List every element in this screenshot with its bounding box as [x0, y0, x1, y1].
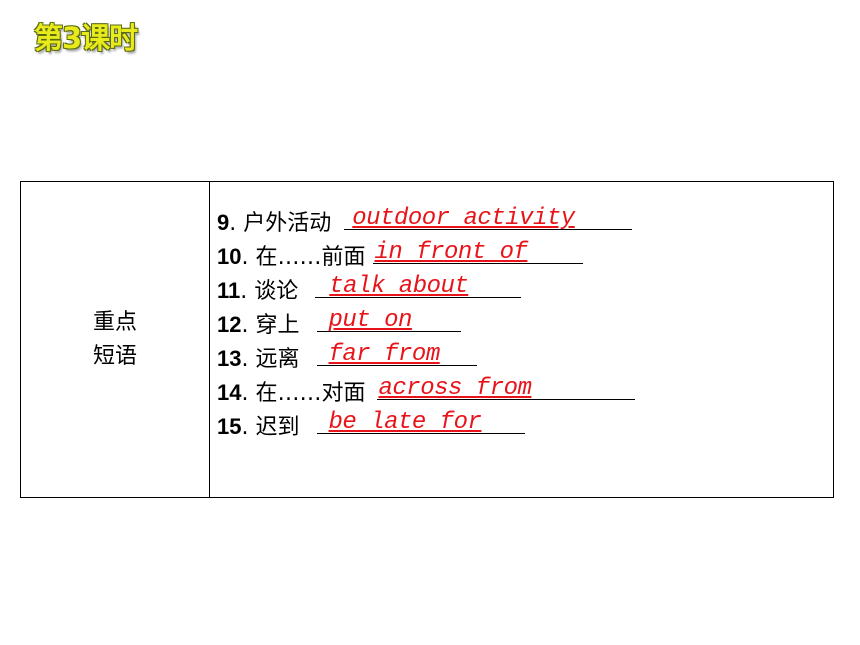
phrase-item: 11. 谈论 talk about: [217, 270, 635, 304]
item-prompt: 在……前面: [255, 245, 366, 270]
item-separator: .: [241, 347, 249, 372]
item-prompt: 穿上: [255, 313, 300, 338]
item-separator: .: [229, 211, 237, 236]
answer-text: put on: [328, 307, 413, 334]
table-row: 重点 短语 9. 户外活动 outdoor activity 10. 在……前面…: [20, 181, 834, 498]
phrase-item: 10. 在……前面 in front of: [217, 236, 635, 270]
item-prompt: 远离: [255, 347, 300, 372]
item-separator: .: [240, 279, 248, 304]
answer-text: be late for: [328, 409, 482, 436]
category-label-line2: 短语: [92, 343, 137, 369]
item-prompt: 迟到: [255, 415, 300, 440]
phrase-list: 9. 户外活动 outdoor activity 10. 在……前面 in fr…: [217, 202, 635, 440]
answer-blank[interactable]: be late for: [316, 406, 525, 436]
phrase-item: 15. 迟到 be late for: [217, 406, 635, 440]
item-separator: .: [241, 415, 249, 440]
item-number: 13: [217, 346, 242, 371]
answer-text: across from: [378, 375, 532, 402]
item-prompt: 户外活动: [243, 211, 332, 236]
answer-blank[interactable]: far from: [316, 338, 477, 368]
phrase-item: 9. 户外活动 outdoor activity: [217, 202, 635, 236]
item-separator: .: [241, 313, 249, 338]
answer-text: in front of: [374, 239, 528, 266]
item-number: 15: [217, 414, 242, 439]
answer-blank[interactable]: outdoor activity: [344, 202, 633, 232]
item-number: 11: [217, 278, 241, 303]
item-separator: .: [241, 245, 249, 270]
answer-text: outdoor activity: [352, 205, 575, 232]
phrase-list-cell: 9. 户外活动 outdoor activity 10. 在……前面 in fr…: [209, 181, 834, 498]
phrase-item: 12. 穿上 put on: [217, 304, 635, 338]
lesson-title: 第3课时: [34, 21, 138, 55]
key-phrases-table: 重点 短语 9. 户外活动 outdoor activity 10. 在……前面…: [20, 181, 834, 498]
answer-text: far from: [328, 341, 441, 368]
item-number: 9: [217, 210, 230, 235]
category-label-line1: 重点: [92, 309, 137, 335]
answer-text: talk about: [329, 273, 469, 300]
item-prompt: 在……对面: [255, 381, 366, 406]
item-number: 10: [217, 244, 242, 269]
item-separator: .: [241, 381, 249, 406]
answer-blank[interactable]: across from: [376, 372, 635, 402]
item-number: 14: [217, 380, 242, 405]
item-number: 12: [217, 312, 242, 337]
answer-blank[interactable]: put on: [316, 304, 461, 334]
phrase-item: 14. 在……对面 across from: [217, 372, 635, 406]
category-cell: 重点 短语: [20, 181, 210, 498]
answer-blank[interactable]: talk about: [315, 270, 522, 300]
item-prompt: 谈论: [254, 279, 299, 304]
answer-blank[interactable]: in front of: [372, 236, 583, 266]
phrase-item: 13. 远离 far from: [217, 338, 635, 372]
